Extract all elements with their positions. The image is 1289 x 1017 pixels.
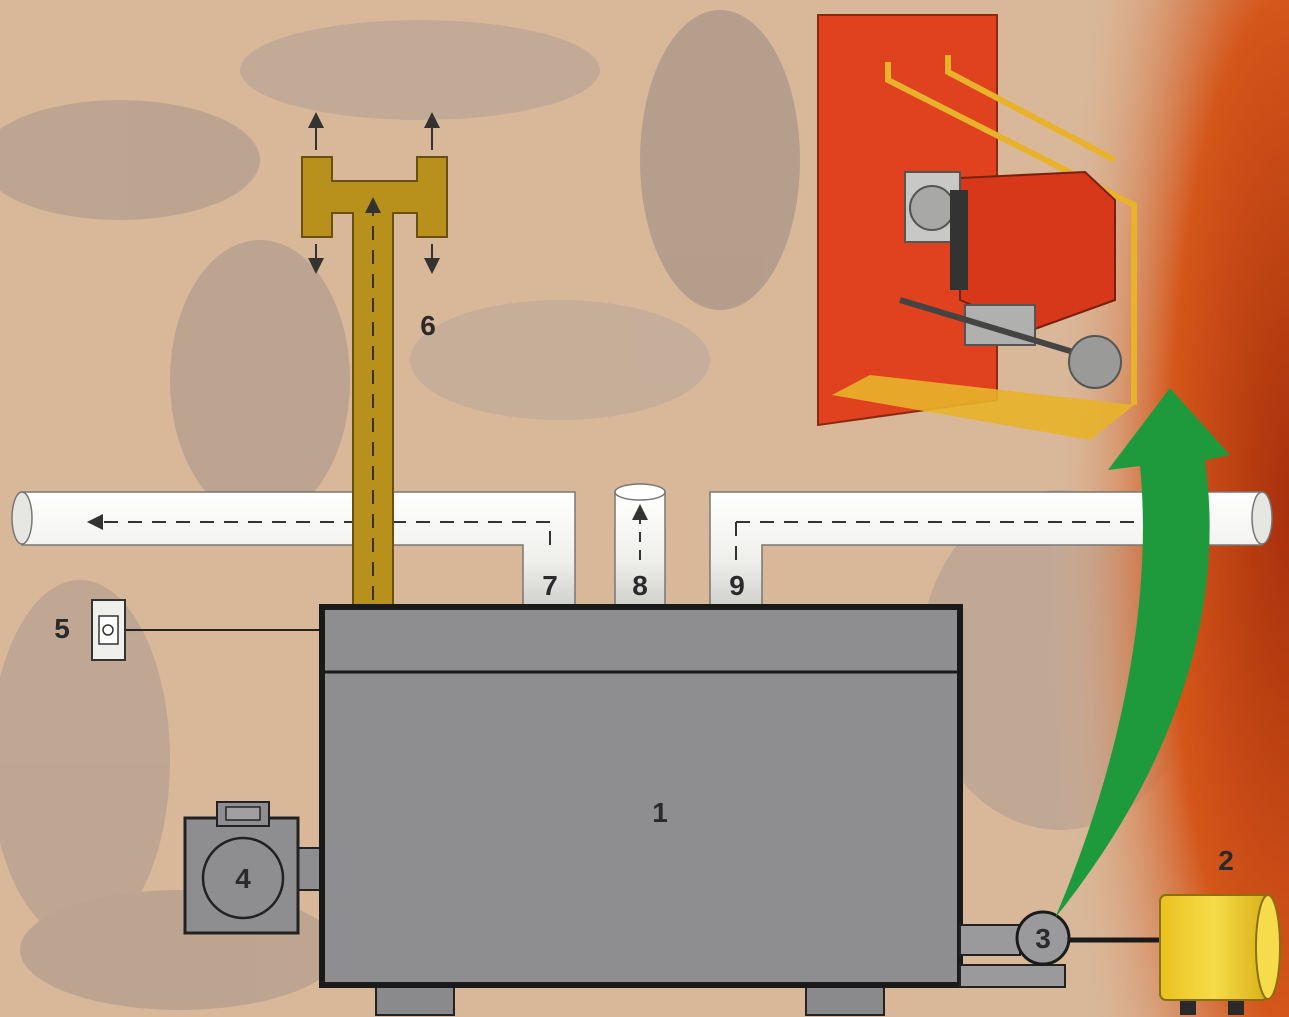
label-control-switch: 5 — [54, 613, 70, 644]
label-fan-unit: 4 — [235, 863, 251, 894]
label-chimney: 6 — [420, 310, 436, 341]
oil-tank — [1160, 895, 1280, 1015]
label-safety-vent: 8 — [632, 570, 648, 601]
label-outlet-pipe-left: 7 — [542, 570, 558, 601]
boiler — [322, 607, 960, 985]
boiler-foot-left — [376, 985, 454, 1015]
boiler-foot-right — [806, 985, 884, 1015]
label-outlet-pipe-right: 9 — [729, 570, 745, 601]
label-pump: 3 — [1035, 923, 1051, 954]
label-tank: 2 — [1218, 845, 1234, 876]
label-boiler: 1 — [652, 797, 668, 828]
